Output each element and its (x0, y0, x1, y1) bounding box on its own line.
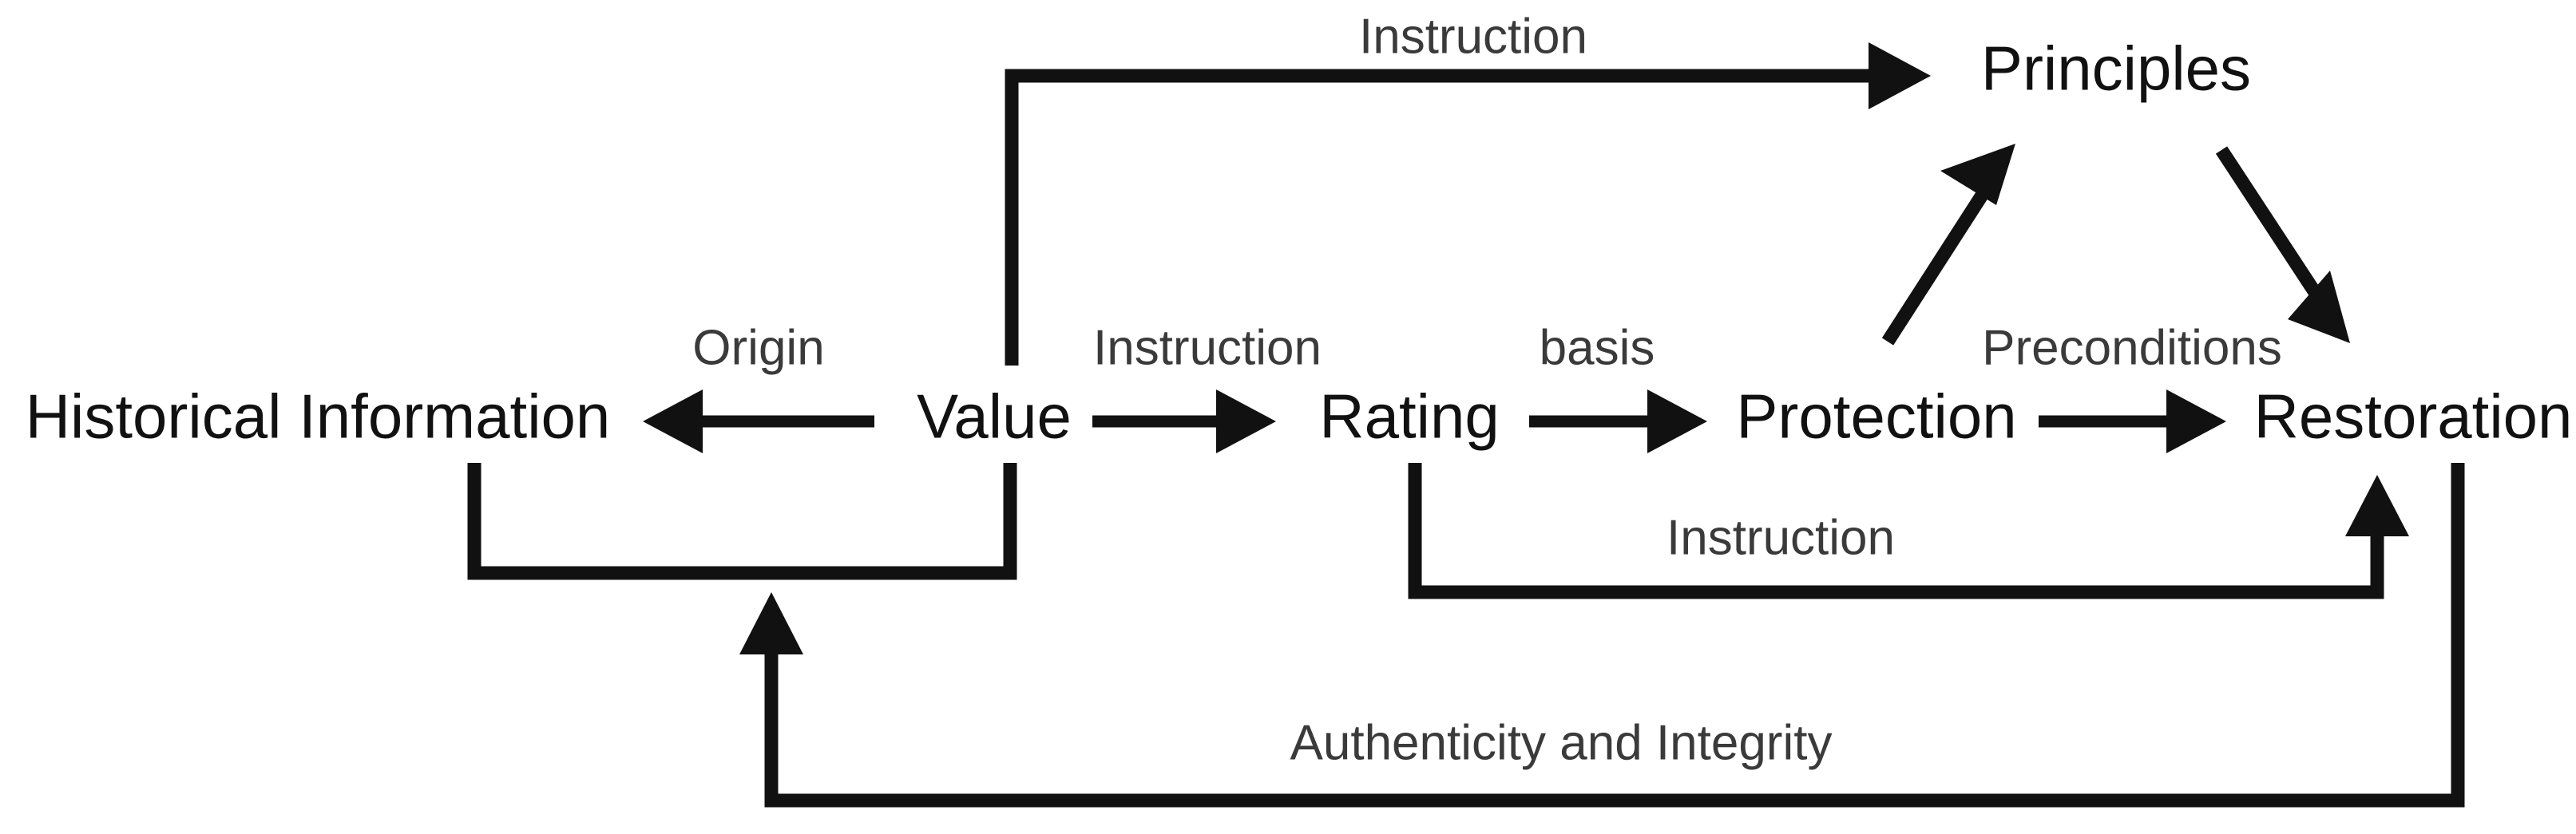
edge-value-to-rating (1092, 389, 1276, 453)
node-principles[interactable]: Principles (1981, 34, 2251, 104)
edge-value-to-principles (1005, 42, 1931, 366)
edge-path-value-principles (1005, 69, 1886, 366)
edge-protection-to-restoration (2039, 389, 2226, 453)
edge-line-principles-restoration (2215, 146, 2328, 307)
arrow-head-down-restoration (2288, 271, 2350, 343)
arrow-head-up-bracket (739, 592, 803, 654)
arrow-head-up-principles (1940, 144, 2015, 205)
node-restoration[interactable]: Restoration (2254, 381, 2573, 452)
edge-rating-to-protection (1529, 389, 1707, 453)
bracket-historical-value (467, 463, 1017, 580)
node-protection[interactable]: Protection (1736, 381, 2016, 452)
edge-path-rating-restoration (1408, 463, 2384, 599)
edge-label-lower-instruction: Instruction (1666, 510, 1895, 565)
arrow-head-right-protection-restoration (2166, 389, 2226, 453)
edge-line-protection-principles (1881, 176, 1998, 346)
edge-label-preconditions: Preconditions (1982, 320, 2282, 375)
edge-label-authenticity-and-integrity: Authenticity and Integrity (1290, 715, 1833, 770)
edge-label-value-rating-instruction: Instruction (1093, 320, 1322, 375)
arrow-head-left-origin (643, 389, 703, 453)
node-value[interactable]: Value (917, 381, 1072, 452)
edge-label-top-instruction: Instruction (1359, 9, 1587, 64)
edge-rating-to-restoration (1408, 463, 2409, 599)
edge-principles-to-restoration (2215, 146, 2350, 343)
arrow-head-up-restoration-instruction (2345, 475, 2409, 536)
arrow-head-right-rating-protection (1647, 389, 1707, 453)
edge-label-origin: Origin (692, 320, 824, 375)
edge-restoration-to-value (739, 463, 2465, 808)
edge-value-to-historical-information (643, 389, 874, 453)
arrow-head-right-principles (1869, 42, 1931, 109)
arrow-head-right-value-rating (1216, 389, 1276, 453)
edge-label-basis: basis (1540, 320, 1655, 375)
node-rating[interactable]: Rating (1319, 381, 1499, 452)
edge-path-restoration-value (764, 463, 2465, 808)
node-historical-information[interactable]: Historical Information (26, 381, 611, 452)
edge-protection-to-principles (1881, 144, 2015, 346)
